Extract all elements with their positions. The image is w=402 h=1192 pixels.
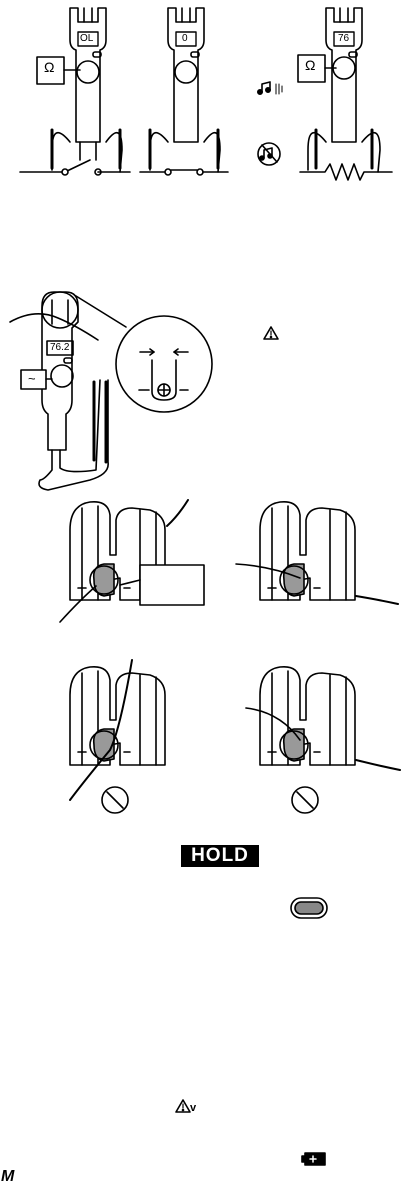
- beeper-off-icon: [258, 143, 280, 165]
- footer-letter-m: M: [1, 1168, 14, 1186]
- meter-3-dial: Ω: [305, 57, 315, 73]
- beeper-on-icon: [258, 82, 282, 94]
- warning-v-mark: v: [190, 1102, 196, 1114]
- jaw-view-4: [246, 667, 400, 813]
- meter-1-display: OL: [80, 33, 93, 44]
- meter-2-display: 0: [182, 33, 188, 44]
- current-meter-dial: ~: [28, 371, 36, 386]
- meter-1-dial: Ω: [44, 59, 54, 75]
- battery-icon: [302, 1153, 325, 1165]
- meter-1: [20, 8, 130, 175]
- jaw-view-3: [70, 660, 165, 813]
- current-meter: [10, 292, 212, 490]
- jaw-view-1: [60, 500, 204, 622]
- hold-button-icon: [291, 898, 327, 918]
- jaw-view-2: [236, 502, 398, 604]
- current-meter-display: 76.2: [50, 342, 69, 353]
- hold-label: HOLD: [181, 845, 259, 867]
- meter-3-display: 76: [338, 33, 349, 44]
- warning-triangle-icon: [264, 327, 278, 339]
- warning-triangle-icon-2: [176, 1100, 190, 1112]
